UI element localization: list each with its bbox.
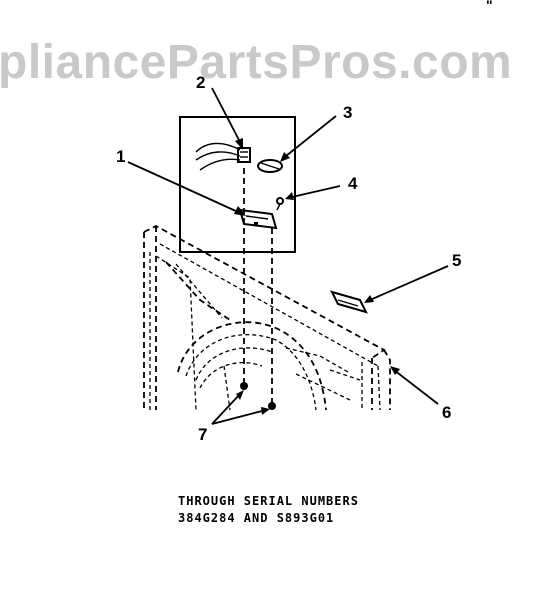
screw-drawing [276, 197, 284, 211]
alignment-lines [243, 168, 273, 405]
caption-line-2: 384G284 AND S893G01 [178, 511, 334, 525]
callout-5: 5 [452, 251, 461, 270]
callout-2: 2 [196, 73, 205, 92]
plug-drawing [257, 159, 283, 173]
callout-1: 1 [116, 147, 125, 166]
cabinet-drawing [143, 224, 391, 411]
callout-4: 4 [348, 174, 358, 193]
mounting-screws-drawing [240, 382, 276, 410]
corner-mark: " [486, 0, 493, 13]
wire-harness-drawing [195, 142, 251, 171]
callout-7: 7 [198, 425, 207, 444]
clip-drawing [330, 290, 368, 314]
leader-lines [127, 87, 449, 425]
callout-3: 3 [343, 103, 352, 122]
callout-6: 6 [442, 403, 451, 422]
bracket-drawing [238, 208, 278, 230]
watermark-text: pliancePartsPros.com [0, 36, 512, 89]
caption-line-1: THROUGH SERIAL NUMBERS [178, 494, 359, 508]
inset-box [179, 116, 296, 253]
